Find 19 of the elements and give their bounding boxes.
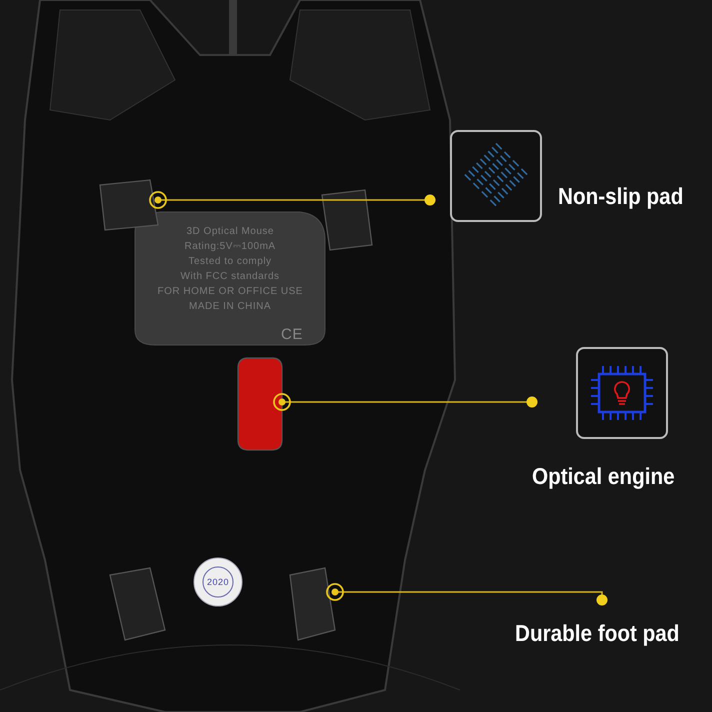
callout-text: Optical engine [532, 463, 675, 490]
foot-pad [109, 567, 166, 641]
foot-pad [289, 567, 336, 641]
leader-line [326, 583, 608, 606]
embossed-text: MADE IN CHINA [189, 301, 272, 312]
embossed-text: FOR HOME OR OFFICE USE [158, 286, 303, 297]
leader-line [149, 191, 436, 209]
callout-text: Durable foot pad [515, 620, 680, 647]
optical-sensor [237, 357, 283, 451]
embossed-text: Rating:5V⎓100mA [184, 241, 276, 252]
embossed-text: With FCC standards [180, 271, 280, 282]
embossed-text: 3D Optical Mouse [186, 226, 274, 237]
non-slip-pad [99, 179, 159, 231]
callout-text: Non-slip pad [558, 183, 684, 210]
embossed-text: Tested to comply [188, 256, 272, 267]
leader-line [273, 393, 538, 411]
certification-mark: CE [281, 326, 303, 343]
date-stamp-text: 2020 [207, 577, 230, 587]
non-slip-pad [321, 189, 373, 251]
